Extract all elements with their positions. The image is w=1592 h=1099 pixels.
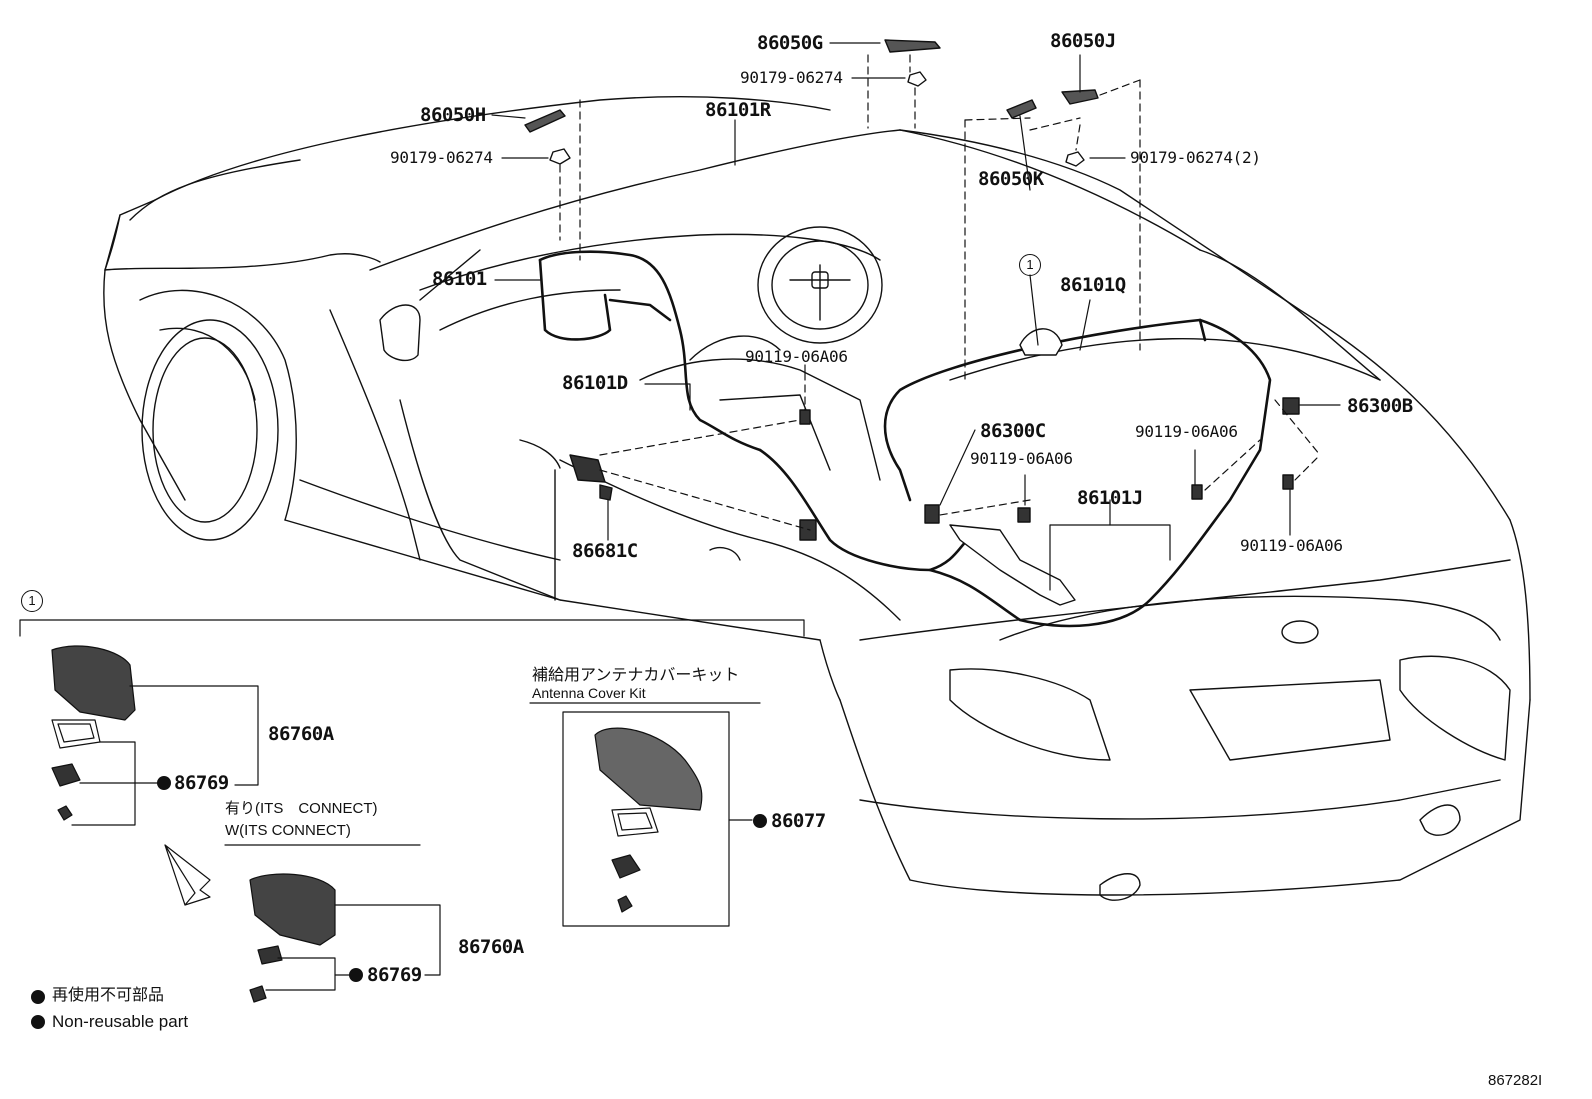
callout-90119-c: 90119-06A06 [970, 449, 1073, 468]
callout-86050J: 86050J [1050, 30, 1116, 52]
callout-86300B: 86300B [1347, 395, 1413, 417]
ref-mark-roof: 1 [1019, 254, 1041, 276]
callout-86681C: 86681C [572, 540, 638, 562]
callout-86300C: 86300C [980, 420, 1046, 442]
legend-jp: 再使用不可部品 [52, 987, 165, 1004]
callout-86769-lower: 86769 [367, 964, 422, 986]
callout-90179-h: 90179-06274 [390, 148, 493, 167]
callout-86101J: 86101J [1077, 487, 1143, 509]
callout-86760A-upper: 86760A [268, 723, 334, 745]
callout-86050H: 86050H [420, 104, 486, 126]
callout-86760A-lower: 86760A [458, 936, 524, 958]
callout-90179-2: 90179-06274(2) [1130, 148, 1261, 167]
callout-90119-b: 90119-06A06 [1135, 422, 1238, 441]
parts-glyphs [524, 39, 1300, 606]
callout-86101R: 86101R [705, 99, 771, 121]
callout-86077: 86077 [771, 810, 826, 832]
its-connect-en: W(ITS CONNECT) [225, 822, 351, 839]
callout-90179-g: 90179-06274 [740, 68, 843, 87]
ref-mark-inset: 1 [21, 590, 43, 612]
non-reusable-bullets [31, 776, 767, 1029]
antenna-cover-kit-jp: 補給用アンテナカバーキット [532, 667, 740, 684]
its-connect-jp: 有り(ITS CONNECT) [225, 800, 378, 817]
callout-86101: 86101 [432, 268, 487, 290]
dashed-leaders [559, 54, 1321, 531]
callout-86050G: 86050G [757, 32, 823, 54]
inset-frame [19, 619, 805, 1003]
cable-harness [538, 250, 1272, 628]
callout-86101D: 86101D [562, 372, 628, 394]
car-body [103, 96, 1531, 901]
callout-86050K: 86050K [978, 168, 1044, 190]
callout-90119-a: 90119-06A06 [745, 347, 848, 366]
legend-en: Non-reusable part [52, 1012, 189, 1031]
diagram-code: 867282I [1488, 1072, 1543, 1089]
callout-90119-d: 90119-06A06 [1240, 536, 1343, 555]
callout-leaders [491, 42, 1341, 591]
callout-86769-upper: 86769 [174, 772, 229, 794]
callout-86101Q: 86101Q [1060, 274, 1126, 296]
antenna-cover-kit-en: Antenna Cover Kit [532, 685, 646, 701]
